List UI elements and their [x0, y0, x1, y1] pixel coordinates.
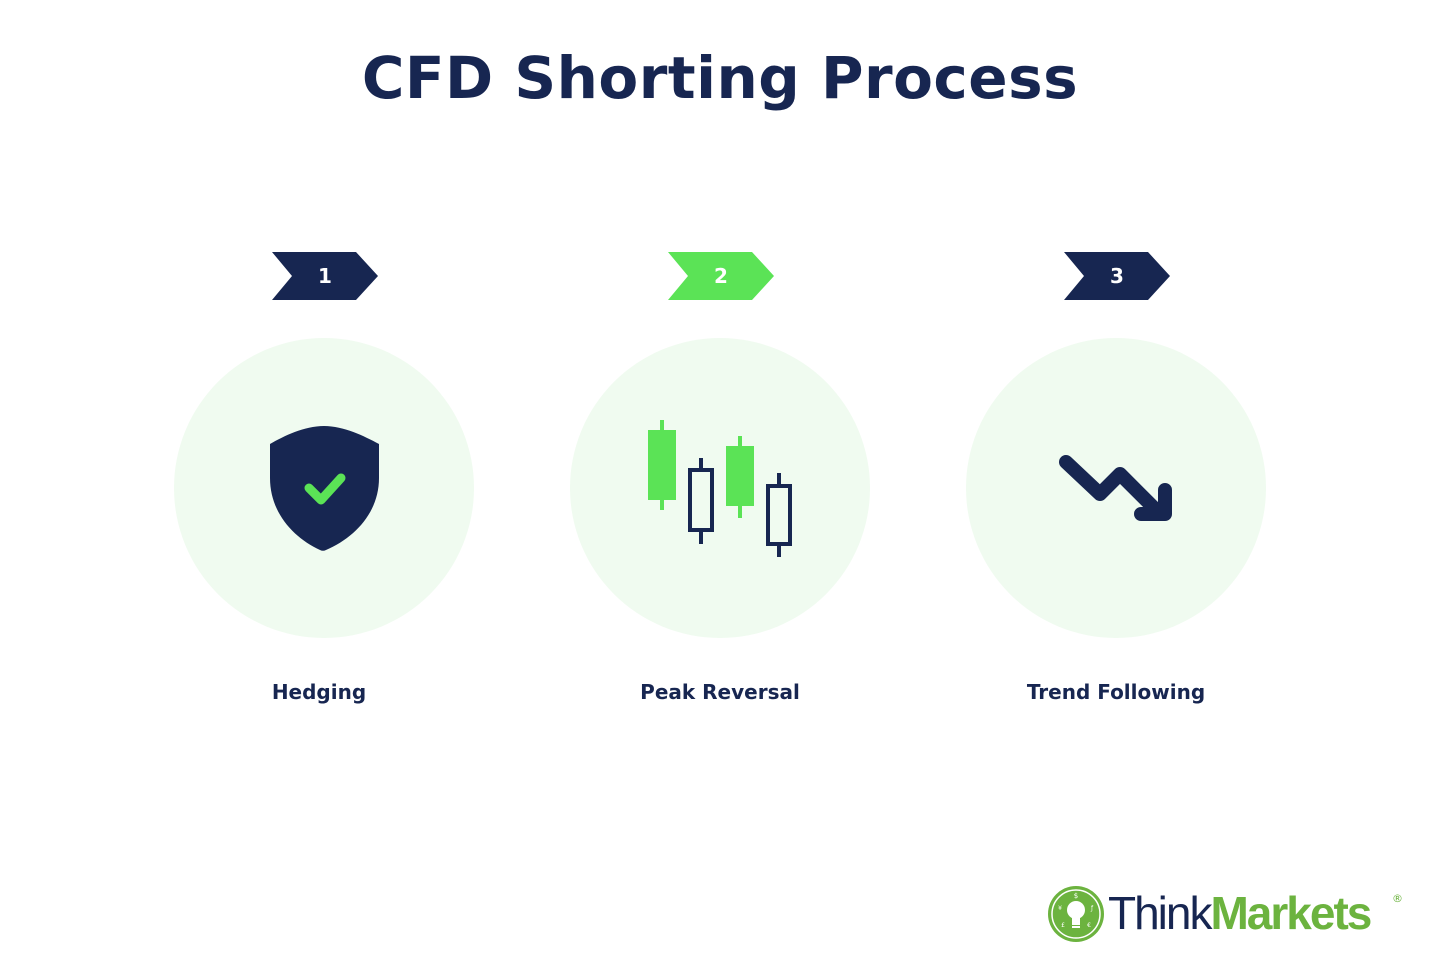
svg-text:¥: ¥ [1058, 905, 1062, 912]
step-badge-1: 1 [272, 252, 378, 300]
svg-text:$: $ [1074, 892, 1078, 900]
trending-down-icon [1059, 455, 1172, 521]
step-label: Peak Reversal [640, 680, 800, 704]
step-number: 3 [1110, 264, 1124, 288]
step-icon-circle [570, 338, 870, 638]
step-badge-3: 3 [1064, 252, 1170, 300]
step-label: Hedging [271, 680, 367, 704]
svg-text:ƒ: ƒ [1090, 905, 1094, 912]
logo-think: Think [1108, 887, 1212, 939]
lightbulb-logo-icon: $ ¥ ƒ £ € [1048, 886, 1104, 942]
step-icon-circle [174, 338, 474, 638]
logo-markets: Markets [1210, 887, 1372, 939]
svg-text:€: € [1087, 922, 1091, 929]
thinkmarkets-logo: $ ¥ ƒ £ € ThinkMarkets ® [1046, 882, 1406, 946]
registered-mark: ® [1392, 892, 1403, 905]
svg-text:£: £ [1061, 922, 1065, 929]
candlestick-chart-icon [648, 420, 792, 557]
step-number: 2 [714, 264, 728, 288]
page-title: CFD Shorting Process [361, 44, 1079, 112]
step-icon-circle [966, 338, 1266, 638]
shield-check-icon [270, 426, 379, 551]
step-label: Trend Following [1026, 680, 1206, 704]
step-badge-2: 2 [668, 252, 774, 300]
step-number: 1 [318, 264, 332, 288]
